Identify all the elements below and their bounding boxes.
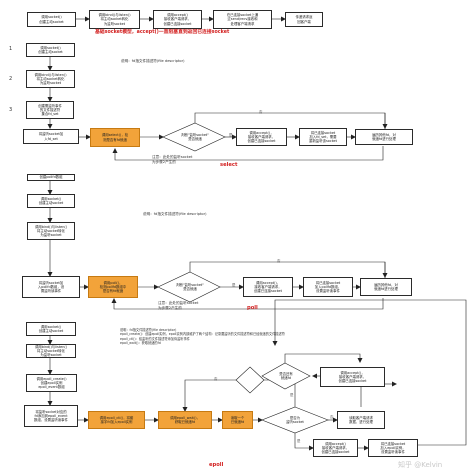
- epoll-ctl-box: 调用epoll_ctl()，将套 接字fd加入epoll实例: [88, 411, 145, 429]
- poll-create-array-box: 创建pollfd数组: [27, 174, 75, 181]
- poll-add-array-box: 将已连接socket 加入pollfd数组， 设置监听读事件: [303, 277, 353, 297]
- epoll-create-instance-box: 调用epoll_create() 创建epoll实例 epoll_event数组: [26, 374, 77, 392]
- epoll-create-socket-box: 调用socket() 创建主动socket: [26, 322, 76, 336]
- select-add-fdset-box: 将已连接socket 加入fd_set，需要 重新监听该socket: [299, 128, 347, 146]
- select-bind-listen-box: 调用bind()与listen() 将主动socket转化 为监听socket: [26, 70, 75, 88]
- select-step-number-2: 2: [9, 76, 13, 82]
- epoll-no-label-top: 否: [214, 377, 218, 381]
- select-step-number-1: 1: [9, 46, 13, 52]
- basic-create-socket-box: 调用socket() 创建主动socket: [27, 12, 76, 27]
- epoll-yes-label-bot: 是: [297, 439, 301, 443]
- epoll-add-instance-box: 将已连接socket 加入epoll实例， 设置监听读事件: [368, 439, 418, 457]
- epoll-read-fd-box: 读取一个 已就绪fd: [222, 411, 253, 429]
- epoll-has-more-text: 是否还有 就绪fd: [279, 372, 293, 381]
- poll-traverse-box: 遍历其他fd，对 就绪fd进行处理: [360, 278, 412, 296]
- epoll-wait-box: 调用epoll_wait()， 获取已就绪fd: [158, 411, 212, 429]
- select-remark: 注意：此处的监听socket 为步骤2产生的: [152, 155, 193, 164]
- epoll-bind-listen-box: 调用bind()与listen() 将主动socket转化 为监听socket: [26, 344, 76, 358]
- epoll-yes-label-top: 是: [290, 393, 294, 397]
- select-call-select-box: 调用select()，检 测是否有fd就绪: [90, 128, 140, 147]
- select-title: select: [220, 162, 238, 168]
- epoll-accept-bottom-box: 调用accept() 接收客户端请求， 创建已连接socket: [313, 439, 358, 457]
- select-accept-box: 调用accept()， 接收客户端请求， 创建已连接socket: [236, 128, 287, 146]
- epoll-add-listen-box: 将监听socket对应的 fd添加到epoll_event 数组，设置监听读事件: [24, 405, 78, 427]
- select-yes-label: 是: [229, 133, 233, 137]
- epoll-accept-top-box: 调用accept()， 接收客户端请求， 创建已连接socket: [320, 367, 385, 387]
- select-no-label: 否: [259, 110, 263, 114]
- basic-recv-box: 在已连接socket上通 过send/recv接收和 处理客户端请求: [213, 10, 272, 29]
- poll-add-listen-box: 将监听socket加 入pollfd数组，设 置监听读事件: [22, 276, 80, 298]
- poll-bind-listen-box: 调用bind()与listen() 将主动socket转化 为监听socket: [27, 222, 75, 240]
- select-note: 说明：fd指文件描述符(file descriptor): [121, 59, 185, 63]
- basic-accept-box: 调用accept() 接收客户端请求， 创建已连接socket: [153, 10, 202, 29]
- poll-accept-box: 调用accept()， 接收客户端请求， 创建已连接socket: [243, 277, 293, 297]
- poll-decision-text: 判断"监听socket" 是否就绪: [176, 283, 204, 292]
- select-traverse-box: 遍历其他fd，对 就绪fd进行处理: [355, 129, 413, 145]
- select-add-listen-box: 将监听socket加 入fd_set: [23, 129, 79, 144]
- epoll-handle-request-box: 读取客户端请求 数据，进行处理: [337, 411, 385, 429]
- epoll-title: epoll: [209, 462, 224, 468]
- poll-yes-label: 是: [232, 283, 236, 287]
- select-step-number-3: 3: [9, 107, 13, 113]
- poll-title: poll: [247, 305, 258, 311]
- poll-no-label: 否: [277, 259, 281, 263]
- basic-return-box: 传递请求返 回客户端: [285, 12, 323, 27]
- select-create-fdset-box: 创建需监听事件 的文件描述符 集合fd_set: [26, 101, 74, 119]
- select-decision-text: 判断"监听socket" 是否就绪: [181, 133, 209, 142]
- basic-bind-listen-box: 调用bind()与listen() 将主动socket转化 为监听socket: [89, 10, 140, 29]
- epoll-no-label-mid: 否: [330, 415, 334, 419]
- watermark: 知乎 @Kelvin: [398, 461, 443, 469]
- epoll-is-listen-text: 是否为 监听socket: [286, 416, 304, 425]
- poll-remark: 注意：此处的监听socket 为步骤2产生的: [158, 301, 199, 310]
- poll-create-socket-box: 调用socket() 创建主动socket: [27, 194, 75, 208]
- poll-note: 说明：fd指文件描述符(file descriptor): [143, 212, 207, 216]
- poll-call-poll-box: 调用poll()， 检测pollfd数组中 是否有fd就绪: [88, 276, 138, 298]
- epoll-note: 说明：fd指文件描述符(file descriptor) epoll_creat…: [120, 328, 285, 346]
- basic-caption: 基础socket模型，accept()一直阻塞直到返回已连接socket: [95, 30, 230, 35]
- select-create-socket-box: 调用socket() 创建主动socket: [26, 43, 75, 57]
